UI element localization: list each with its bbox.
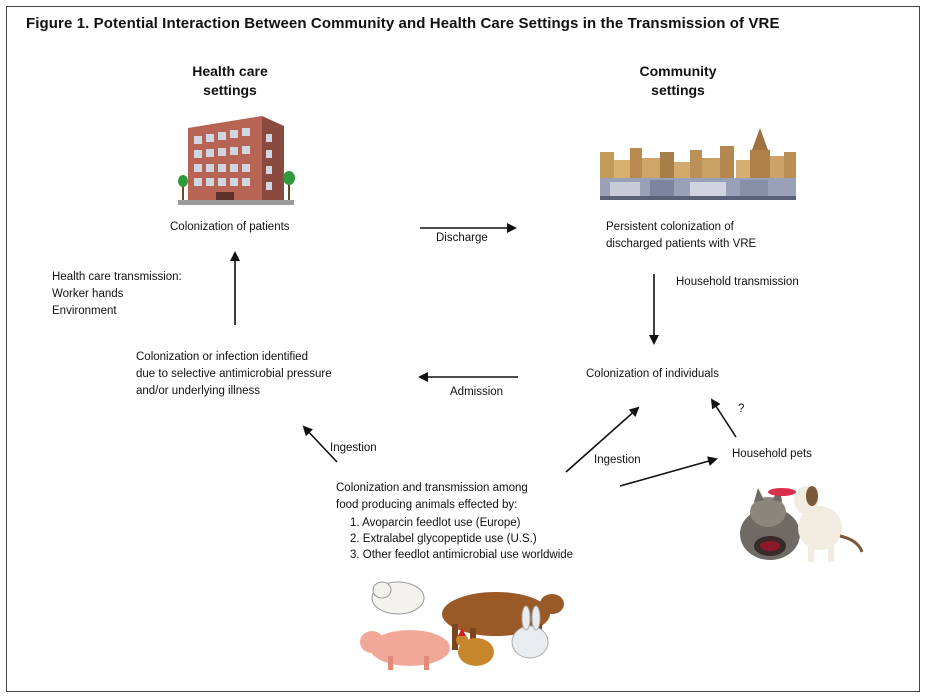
heading-health-care: Health care settings (192, 63, 268, 98)
persistent-colonization-line2: discharged patients with VRE (606, 238, 757, 250)
discharge-label: Discharge (436, 232, 488, 244)
identified-line3: and/or underlying illness (136, 385, 261, 397)
ingestion-left-label: Ingestion (330, 442, 377, 454)
food-animals-item: 1. Avoparcin feedlot use (Europe) (350, 517, 521, 529)
colonization-individuals-label: Colonization of individuals (586, 368, 719, 380)
identified-line2: due to selective antimicrobial pressure (136, 368, 332, 380)
food-animals-list: 1. Avoparcin feedlot use (Europe) 2. Ext… (350, 515, 573, 563)
food-animals-line2: food producing animals effected by: (336, 499, 518, 511)
ingestion-left-arrow (302, 425, 338, 463)
ingestion-up-arrow (565, 406, 640, 473)
hospital-building-icon (178, 116, 295, 205)
figure-frame (6, 6, 920, 692)
household-pets-label: Household pets (732, 448, 812, 460)
pets-to-individuals-arrow (710, 398, 737, 438)
hc-transmission-line3: Environment (52, 305, 117, 317)
ingestion-pets-arrow (619, 456, 718, 487)
hc-transmission-line2: Worker hands (52, 288, 124, 300)
food-animals-item: 3. Other feedlot antimicrobial use world… (350, 549, 574, 561)
figure-title: Figure 1. Potential Interaction Between … (26, 15, 780, 32)
food-animals-line1: Colonization and transmission among (336, 482, 528, 494)
persistent-colonization-line1: Persistent colonization of (606, 221, 734, 233)
ingestion-right-label: Ingestion (594, 454, 641, 466)
heading-community: Community settings (639, 63, 717, 98)
household-transmission-label: Household transmission (676, 276, 799, 288)
identified-line1: Colonization or infection identified (136, 351, 308, 363)
hc-transmission-line1: Health care transmission: (52, 271, 182, 283)
unknown-link-label: ? (738, 403, 745, 415)
city-skyline-icon (600, 128, 796, 200)
colonization-patients-label: Colonization of patients (170, 221, 290, 233)
food-animals-item: 2. Extralabel glycopeptide use (U.S.) (350, 533, 537, 545)
admission-label: Admission (450, 386, 504, 398)
farm-animals-icon (360, 581, 564, 670)
household-pets-icon (740, 486, 864, 562)
